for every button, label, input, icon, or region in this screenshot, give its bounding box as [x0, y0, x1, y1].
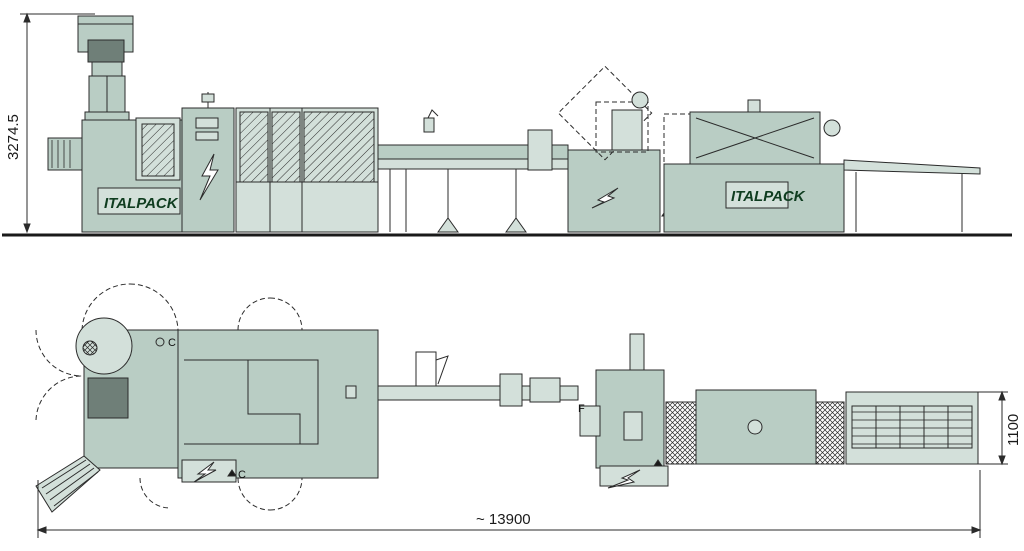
lightning-warning-icon: [591, 187, 619, 209]
plan-outfeed-table: [845, 391, 979, 465]
height-dimension-label: 3274.5: [5, 114, 22, 160]
shrink-tunnel: [663, 99, 845, 233]
infeed-chute: [35, 455, 101, 513]
forming-unit: [47, 117, 183, 233]
plan-conveyor: [377, 351, 579, 407]
side-conveyor: [377, 129, 569, 233]
lightning-warning-icon: [199, 153, 219, 201]
length-dimension: [36, 470, 982, 538]
plan-shrink-tunnel: [665, 389, 845, 465]
marker-f-plan: F: [578, 403, 585, 415]
plan-main-body: [75, 317, 379, 479]
brand-logo-left: ITALPACK: [104, 195, 179, 212]
hopper-tower: [77, 15, 134, 135]
marker-c-bottom: C: [238, 469, 246, 481]
plan-view: C C F: [35, 283, 1022, 538]
width-dimension: [978, 390, 1008, 466]
triangle-marker-icon: [227, 469, 237, 477]
pick-arm: [423, 109, 439, 133]
brand-logo-right: ITALPACK: [731, 188, 806, 205]
door-swings: [35, 283, 303, 511]
lightning-warning-icon: [193, 461, 217, 483]
triangle-marker-icon: [653, 459, 663, 467]
outfeed-table: [843, 159, 981, 232]
marker-c-top: C: [168, 337, 176, 349]
wrapping-module: [557, 65, 661, 233]
guarded-frame: [235, 107, 379, 233]
control-cabinet: [181, 92, 235, 233]
height-dimension: [20, 12, 95, 234]
width-dimension-label: 1100: [1005, 414, 1022, 446]
lightning-warning-icon: [607, 469, 641, 489]
plan-wrapping-module: [579, 333, 669, 487]
length-dimension-label: ~ 13900: [476, 511, 531, 528]
side-elevation: 3274.5 ITALPACK: [2, 12, 1012, 237]
